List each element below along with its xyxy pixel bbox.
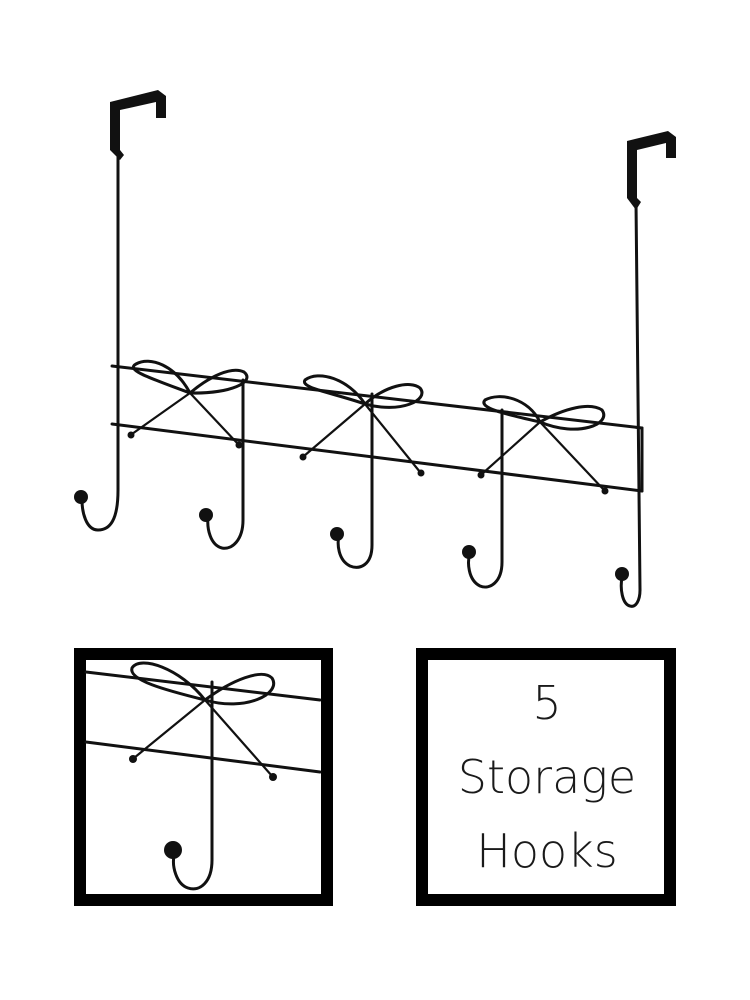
bow-3 xyxy=(477,395,609,495)
caption-count: 5 xyxy=(532,676,562,730)
storage-hooks-caption: 5 Storage Hooks xyxy=(426,657,668,897)
detail-frame xyxy=(74,648,333,906)
right-door-bracket xyxy=(627,131,676,592)
hook-1 xyxy=(74,488,120,532)
over-door-hook-rack xyxy=(74,90,676,608)
hook-2 xyxy=(199,378,245,550)
bow-2 xyxy=(299,374,425,477)
hook-5 xyxy=(615,567,642,608)
caption-hooks: Hooks xyxy=(476,824,618,878)
bow-1 xyxy=(127,359,249,449)
rails xyxy=(110,364,644,493)
hook-4 xyxy=(462,408,504,589)
hook-3 xyxy=(330,392,374,569)
caption-frame xyxy=(416,648,676,906)
left-door-bracket xyxy=(110,90,166,492)
bow-hook-closeup-icon xyxy=(84,661,322,891)
caption-storage: Storage xyxy=(457,750,637,804)
